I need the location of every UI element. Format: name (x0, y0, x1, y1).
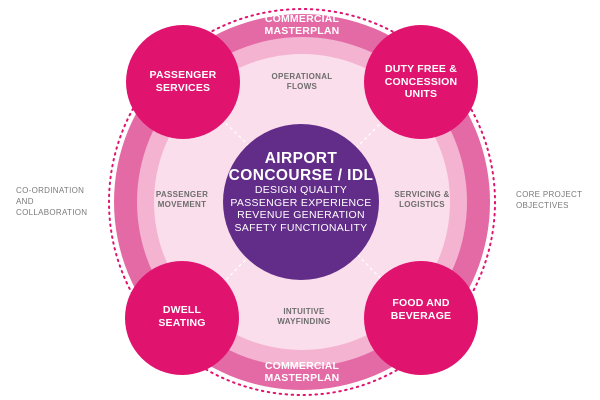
dotted-outer-ring (108, 8, 496, 396)
node-label-duty-free: DUTY FREE & CONCESSION UNITS (384, 63, 458, 100)
node-duty-free (364, 25, 478, 139)
arrow-top-right (347, 112, 392, 157)
center-title-line2: CONCOURSE / IDL (228, 167, 374, 184)
ring-label-bottom: COMMERCIAL MASTERPLAN (264, 360, 340, 384)
node-label-food-beverage: FOOD AND BEVERAGE (390, 297, 452, 322)
node-dwell-seating (125, 261, 239, 375)
node-food-beverage (364, 261, 478, 375)
inner-label-passenger-movement: PASSENGER MOVEMENT (155, 190, 209, 209)
node-label-passenger-services: PASSENGER SERVICES (149, 69, 217, 94)
center-item-design-quality: DESIGN QUALITY (254, 184, 348, 196)
center-item-safety-functionality: SAFETY FUNCTIONALITY (234, 221, 368, 234)
center-disc (223, 124, 379, 280)
arrow-bottom-left (218, 243, 262, 288)
center-item-revenue-generation: REVENUE GENERATION (237, 209, 365, 221)
ring-label-top: COMMERCIAL MASTERPLAN (264, 13, 340, 37)
inner-label-servicing-logistics: SERVICING & LOGISTICS (394, 190, 450, 209)
node-label-dwell-seating: DWELL SEATING (158, 304, 206, 329)
center-content: AIRPORT CONCOURSE / IDL DESIGN QUALITY P… (226, 150, 376, 234)
outer-label-core-objectives: CORE PROJECT OBJECTIVES (516, 190, 583, 210)
inner-label-intuitive-wayfinding: INTUITIVE WAYFINDING (277, 307, 331, 326)
center-title-line1: AIRPORT (264, 150, 338, 167)
outer-label-coordination: CO-ORDINATION AND COLLABORATION (16, 186, 88, 217)
arrow-top-left (217, 115, 262, 158)
inner-label-operational-flows: OPERATIONAL FLOWS (271, 72, 333, 91)
node-passenger-services (126, 25, 240, 139)
center-item-passenger-experience: PASSENGER EXPERIENCE (230, 196, 372, 209)
